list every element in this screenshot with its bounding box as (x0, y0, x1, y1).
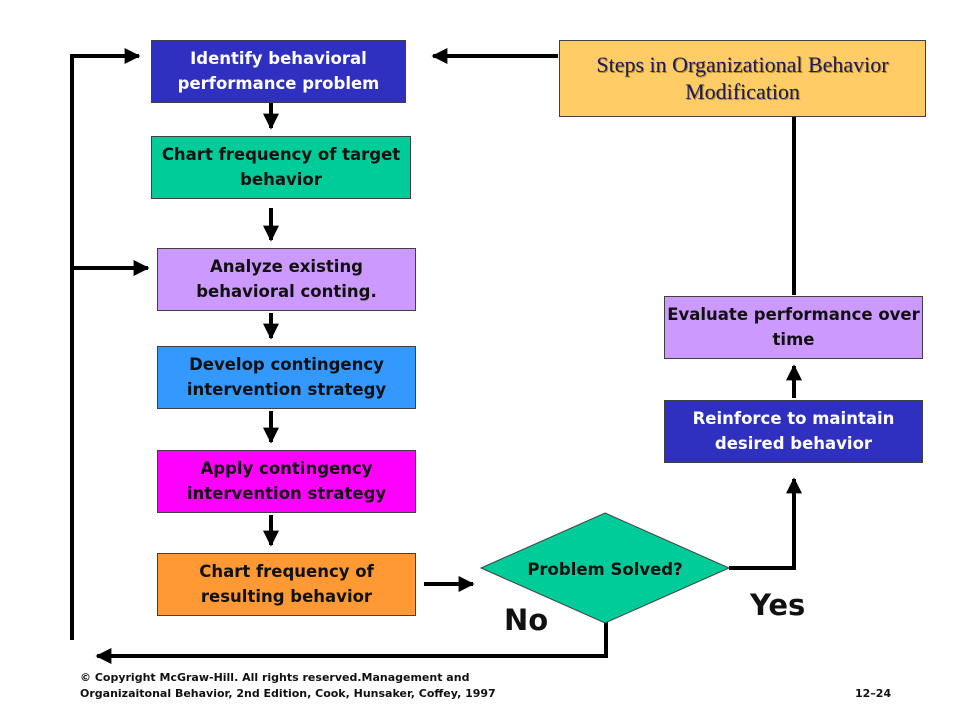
yes-connector (729, 477, 802, 570)
feedback-line-to-step1 (70, 48, 141, 640)
yes-label: Yes (750, 588, 806, 622)
step-identify-problem: Identify behavioral performance problem (151, 40, 406, 103)
no-connector (95, 622, 608, 664)
footer-line-1: © Copyright McGraw-Hill. All rights rese… (80, 671, 470, 684)
step-chart-resulting-behavior: Chart frequency of resulting behavior (157, 553, 416, 616)
footer-line-2: Organizaitonal Behavior, 2nd Edition, Co… (80, 686, 496, 700)
step-analyze-contingencies: Analyze existing behavioral conting. (157, 248, 416, 311)
step-reinforce-behavior: Reinforce to maintain desired behavior (664, 400, 923, 463)
title-box: Steps in Organizational Behavior Modific… (559, 40, 926, 117)
decision-diamond (479, 512, 731, 624)
step-chart-target-behavior: Chart frequency of target behavior (151, 136, 411, 199)
no-label: No (504, 603, 549, 637)
decision-label: Problem Solved? (527, 559, 683, 579)
slide-number: 12–24 (855, 687, 892, 700)
step-develop-strategy: Develop contingency intervention strateg… (157, 346, 416, 409)
step-evaluate-performance: Evaluate performance over time (664, 296, 923, 359)
copyright-footer: © Copyright McGraw-Hill. All rights rese… (80, 670, 496, 702)
step-apply-strategy: Apply contingency intervention strategy (157, 450, 416, 513)
